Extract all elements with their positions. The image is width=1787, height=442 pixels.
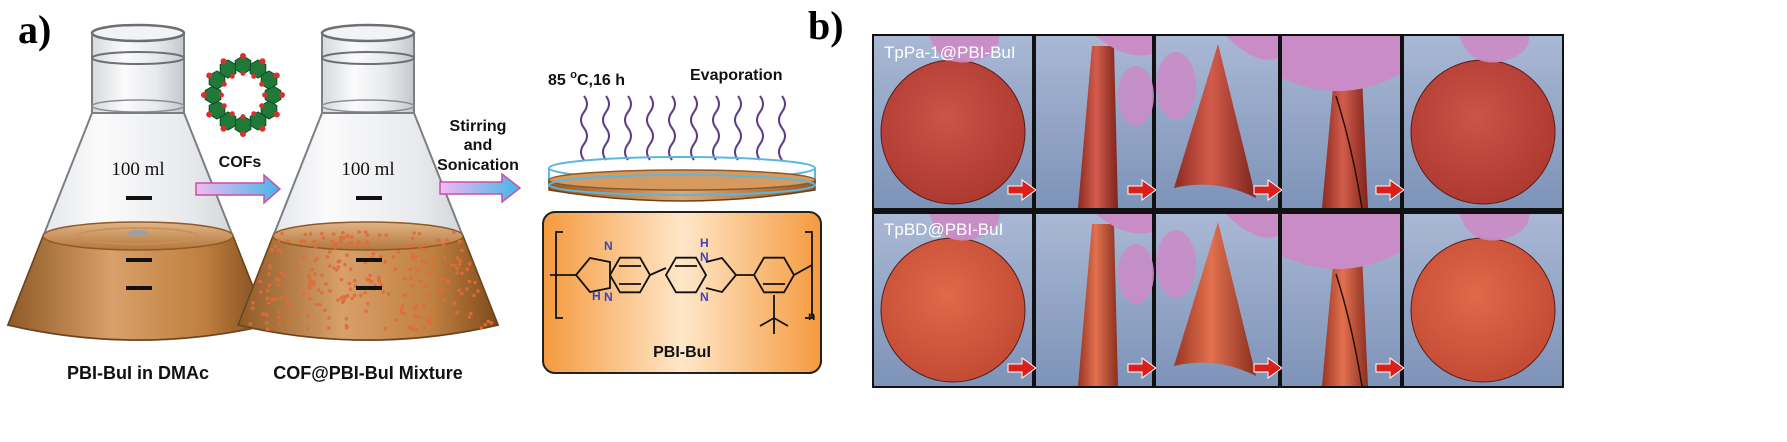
photo-cell-r1-c4	[1282, 36, 1405, 209]
panel-b-label: b)	[808, 3, 844, 48]
dish-condition: 85 oC,16 h	[548, 69, 625, 89]
photo-cell-r2-c2	[1036, 214, 1157, 386]
photo-cell-r2-c1	[874, 214, 1037, 386]
arrow-stirring-line2: and	[464, 137, 492, 154]
atom-n-3: N	[700, 250, 709, 264]
arrow-cofs: COFs	[195, 154, 282, 205]
photo-cell-r2-c4	[1282, 214, 1405, 387]
flask-2: 100 ml COF@PBI-BuI Mixture	[236, 23, 500, 383]
flask-2-caption: COF@PBI-BuI Mixture	[273, 363, 463, 383]
arrow-stirring-line1: Stirring	[450, 118, 507, 135]
atom-h-1: H	[592, 289, 601, 303]
photo-cell-r1-c1	[874, 36, 1037, 208]
panel-a-diagram: 100 ml PBI-BuI in DMAc COFs 100 ml COF@P…	[6, 23, 822, 383]
atom-n-4: N	[700, 290, 709, 304]
petri-dish: 85 oC,16 h Evaporation	[548, 67, 816, 202]
photo-cell-r2-c3	[1156, 214, 1283, 386]
arrow-stirring: Stirring and Sonication	[437, 118, 522, 204]
row-1-label: TpPa-1@PBI-BuI	[884, 43, 1016, 62]
flask-1: 100 ml PBI-BuI in DMAc	[6, 23, 270, 383]
panel-a-label: a)	[18, 7, 52, 52]
pbi-bui-structure: PBI-BuI N N H H N N n	[542, 211, 822, 374]
flask-1-caption: PBI-BuI in DMAc	[67, 363, 209, 383]
photo-cell-r1-c2	[1036, 36, 1157, 208]
structure-name: PBI-BuI	[653, 344, 711, 361]
repeat-subscript: n	[808, 309, 815, 323]
photo-cell-r1-c5	[1404, 36, 1562, 208]
arrow-cofs-label: COFs	[219, 154, 262, 171]
row-2-label: TpBD@PBI-BuI	[884, 220, 1003, 239]
atom-n-1: N	[604, 239, 613, 253]
photo-cell-r2-c5	[1404, 214, 1562, 386]
atom-n-2: N	[604, 290, 613, 304]
panel-b-photo-grid: TpPa-1@PBI-BuI TpBD@PBI-BuI	[872, 34, 1564, 388]
cof-structure-icon	[201, 53, 285, 137]
flask-1-volume: 100 ml	[111, 159, 164, 180]
photo-cell-r1-c3	[1156, 36, 1283, 208]
dish-process: Evaporation	[690, 67, 782, 84]
atom-h-2: H	[700, 236, 709, 250]
flask-2-volume: 100 ml	[341, 159, 394, 180]
arrow-stirring-line3: Sonication	[437, 157, 519, 174]
